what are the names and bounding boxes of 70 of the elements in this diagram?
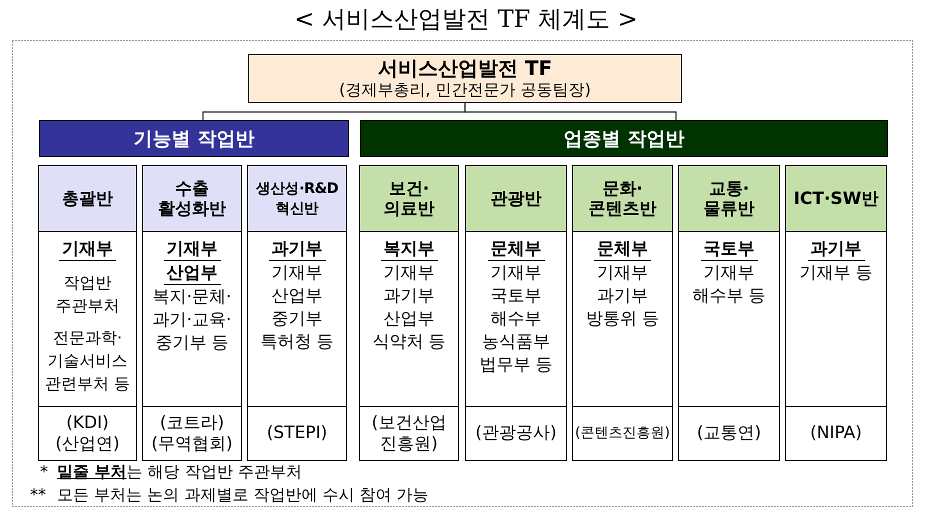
institute-name: (보건산업 진흥원) — [370, 412, 448, 454]
column-box — [142, 165, 242, 461]
lead-department: 기재부 — [59, 238, 116, 261]
department-text: 기재부 — [490, 262, 542, 285]
department-text: 국토부 — [490, 285, 542, 308]
department-text: 법무부 등 — [479, 354, 553, 377]
group-title: 업종별 작업반 — [564, 126, 684, 150]
footnote-text: 모든 부처는 논의 과제별로 작업반에 수시 참여 가능 — [57, 485, 429, 505]
column-title: ICT·SW반 — [794, 188, 878, 208]
department-text: 중기부 — [272, 308, 322, 331]
department-text: 과기부 — [384, 285, 434, 308]
department-text: 기재부 등 — [799, 262, 873, 285]
department-text: 산업부 — [384, 308, 434, 331]
tf-box — [248, 54, 682, 103]
column-box — [465, 165, 567, 461]
department-text: 기재부 — [704, 262, 754, 285]
column-box — [359, 165, 459, 461]
column-box — [785, 165, 887, 461]
department-text: 특허청 등 — [260, 331, 334, 354]
institute-name: (무역협회) — [151, 434, 233, 454]
department-text: 기재부 — [272, 262, 322, 285]
department-text: 전문과학· 기술서비스 관련부처 등 — [44, 327, 132, 395]
lead-department: 과기부 — [808, 238, 864, 261]
column-title: 생산성·R&D 혁신반 — [254, 180, 340, 218]
lead-department: 문체부 — [594, 238, 651, 261]
diagram-title: < 서비스산업발전 TF 체계도 > — [294, 4, 638, 35]
department-text: 해수부 등 — [692, 285, 766, 308]
footnote-marker: ** — [30, 485, 46, 505]
column-title: 보건· 의료반 — [382, 178, 436, 218]
column-box — [572, 165, 673, 461]
department-text: 산업부 — [272, 285, 322, 308]
department-text: 기재부 — [597, 262, 648, 285]
footnote-marker: * — [40, 462, 48, 482]
column-box — [247, 165, 347, 461]
department-text: 복지·문체· 과기·교육· 중기부 등 — [152, 286, 232, 355]
tf-subtitle: (경제부총리, 민간전문가 공동팀장) — [339, 80, 591, 100]
institute-name: (콘텐츠진흥원) — [575, 424, 670, 443]
institute-name: (코트라) — [160, 412, 224, 434]
institute-name: (KDI) — [66, 412, 109, 434]
lead-department: 국토부 — [700, 238, 758, 261]
department-text: 방통위 등 — [586, 308, 660, 331]
department-text: 식약처 등 — [372, 331, 446, 354]
connector-line — [464, 103, 677, 120]
department-text: 농식품부 — [482, 331, 550, 354]
lead-department: 기재부 — [164, 238, 220, 261]
column-title: 총괄반 — [62, 188, 113, 208]
department-text: 과기부 — [597, 285, 648, 308]
institute-name: (산업연) — [55, 434, 120, 454]
column-box — [38, 165, 137, 461]
department-text: 해수부 — [490, 308, 542, 331]
lead-department: 복지부 — [380, 238, 438, 261]
tf-title: 서비스산업발전 TF — [378, 57, 552, 80]
footnote-text: 밑줄 부처는 해당 작업반 주관부처 — [57, 462, 302, 482]
institute-name: (교통연) — [696, 423, 762, 444]
lead-department: 산업부 — [164, 262, 220, 285]
lead-department: 과기부 — [268, 238, 326, 261]
group-bar — [39, 120, 349, 157]
institute-name: (관광공사) — [475, 423, 557, 444]
lead-department: 문체부 — [488, 238, 544, 261]
column-title: 수출 활성화반 — [157, 178, 227, 218]
department-text: 작업반 주관부처 — [54, 272, 120, 317]
column-title: 문화· 콘텐츠반 — [588, 178, 658, 218]
column-title: 교통· 물류반 — [702, 178, 756, 218]
group-title: 기능별 작업반 — [134, 126, 254, 150]
column-title: 관광반 — [490, 188, 542, 208]
institute-name: (NIPA) — [810, 423, 862, 444]
group-bar — [360, 120, 888, 157]
department-text: 기재부 — [384, 262, 434, 285]
institute-name: (STEPI) — [266, 423, 328, 444]
column-box — [678, 165, 780, 461]
